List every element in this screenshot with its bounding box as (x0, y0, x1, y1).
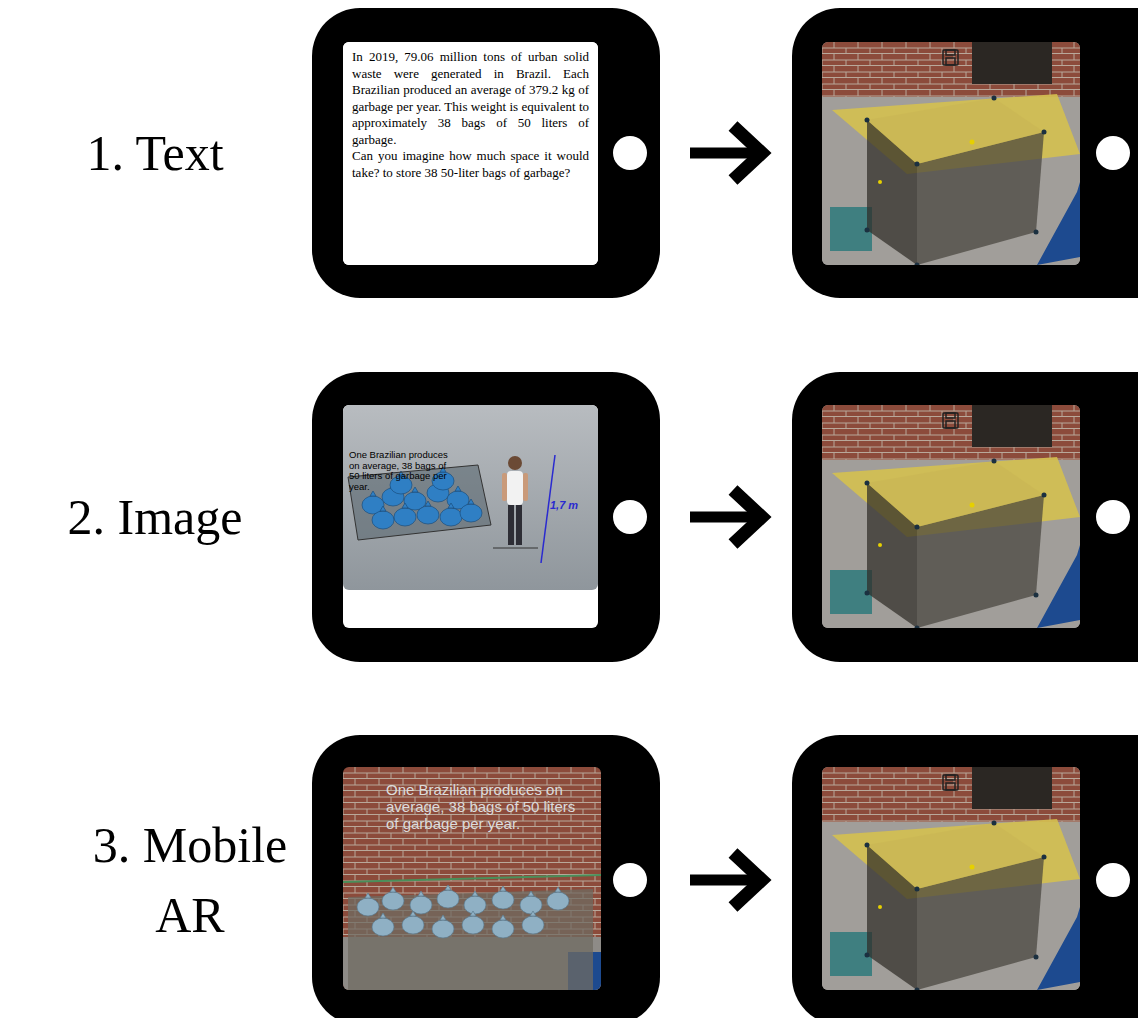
person-figure (493, 456, 538, 548)
caption-text: One Brazilian produces on average, 38 ba… (349, 450, 449, 492)
ar-box-screen (822, 405, 1080, 631)
flow-arrow (690, 126, 762, 907)
dimension-label: 1,7 m (550, 499, 596, 511)
tablet (312, 8, 1138, 1018)
row-label: 1. Text (40, 118, 270, 188)
image-scene (343, 405, 598, 628)
row-label: 2. Image (40, 482, 270, 552)
ar-box-screen (822, 42, 1080, 268)
tablet-screen: In 2019, 79.06 million tons of urban sol… (343, 42, 598, 265)
paragraph-text: In 2019, 79.06 million tons of urban sol… (352, 49, 589, 148)
ar-box-screen (822, 767, 1080, 993)
tablet-screen: One Brazilian produces on average, 38 ba… (343, 405, 598, 628)
question-text: Can you imagine how much space it would … (352, 148, 589, 181)
row-label: 3. Mobile AR (70, 810, 310, 950)
ar-overlay-text: One Brazilian produces on average, 38 ba… (386, 781, 576, 832)
tablet-screen: One Brazilian produces on average, 38 ba… (343, 767, 598, 990)
ar-scene (343, 767, 601, 990)
